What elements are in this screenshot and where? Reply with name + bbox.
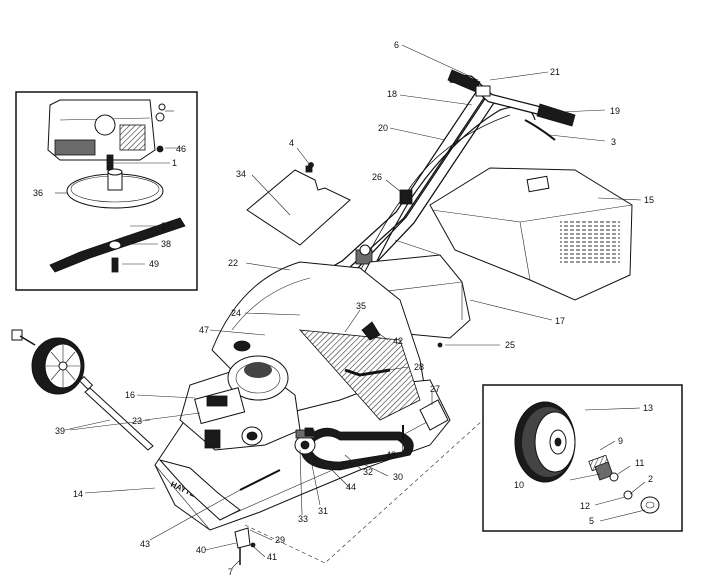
part-label-47: 47 [199,325,209,335]
part-label-5: 5 [589,516,594,526]
axle-rod [78,375,154,451]
part-label-43: 43 [140,539,150,549]
part-label-7: 7 [228,567,233,577]
part-label-36: 36 [33,188,43,198]
part-label-20: 20 [378,123,388,133]
part-label-33: 33 [298,514,308,524]
inset-blade-assembly [15,91,198,291]
front-wheel [11,329,85,395]
part-label-6: 6 [394,40,399,50]
part-label-19: 19 [610,106,620,116]
part-label-17: 17 [555,316,565,326]
part-label-4: 4 [289,138,294,148]
flap-panel [246,165,351,246]
part-label-22: 22 [228,258,238,268]
part-label-44: 44 [346,482,356,492]
leader-lines [64,44,642,569]
inset-wheel-assembly [482,384,683,532]
part-label-31: 31 [318,506,328,516]
part-label-9: 9 [618,436,623,446]
part-label-34: 34 [236,169,246,179]
part-label-1: 1 [172,158,177,168]
part-label-37: 37 [161,221,171,231]
part-label-30: 30 [393,472,403,482]
part-label-48: 48 [386,450,396,460]
part-label-2: 2 [648,474,653,484]
part-label-46: 46 [176,144,186,154]
part-label-12: 12 [580,501,590,511]
part-label-40: 40 [196,545,206,555]
part-label-39: 39 [55,426,65,436]
part-label-29: 29 [275,535,285,545]
part-label-27: 27 [430,384,440,394]
part-label-10: 10 [514,480,524,490]
part-label-3: 3 [611,137,616,147]
part-label-11: 11 [635,458,644,468]
grass-box [429,167,633,301]
part-label-13: 13 [643,403,653,413]
part-label-14: 14 [73,489,83,499]
part-label-41: 41 [267,552,277,562]
part-label-32: 32 [363,467,373,477]
part-label-38: 38 [161,239,171,249]
drive-belt [294,427,414,471]
part-label-49: 49 [149,259,159,269]
part-label-21: 21 [550,67,560,77]
part-label-15: 15 [644,195,654,205]
part-label-35: 35 [356,301,366,311]
part-label-26: 26 [372,172,382,182]
part-number-labels: 1 2 3 4 5 6 7 9 10 11 12 13 14 15 16 17 … [33,40,654,577]
part-label-24: 24 [231,308,241,318]
part-label-42: 42 [393,336,403,346]
small-parts [234,162,449,565]
engine [179,340,301,451]
part-label-25: 25 [505,340,515,350]
part-label-23: 23 [132,416,142,426]
part-label-18: 18 [387,89,397,99]
part-label-16: 16 [125,390,135,400]
part-label-28: 28 [414,362,424,372]
